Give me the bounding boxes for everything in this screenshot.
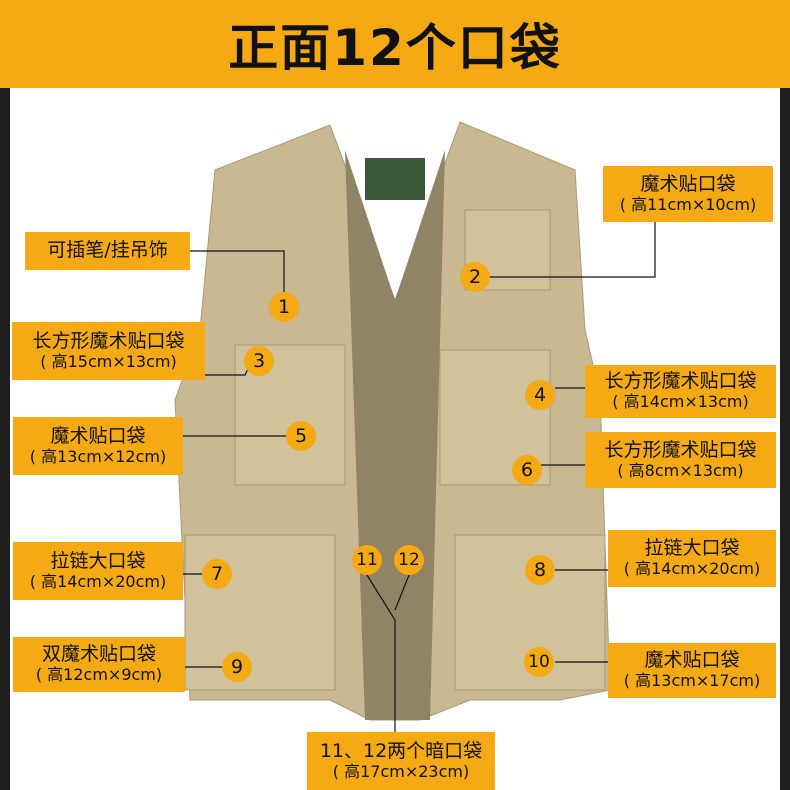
label-pocket-9: 双魔术贴口袋( 高12cm×9cm) (13, 637, 185, 692)
label-size: ( 高13cm×12cm) (29, 446, 167, 466)
header-banner: 正面12个口袋 (0, 0, 790, 88)
label-pocket-7: 拉链大口袋( 高14cm×20cm) (13, 542, 183, 600)
label-title: 长方形魔术贴口袋 (32, 329, 185, 352)
vest-label-patch (365, 158, 425, 200)
marker-4: 4 (525, 380, 555, 410)
label-title: 魔术贴口袋 (640, 172, 736, 195)
marker-7: 7 (202, 559, 232, 589)
label-size: ( 高15cm×13cm) (40, 351, 177, 371)
vest-mesh (345, 150, 445, 720)
label-title: 魔术贴口袋 (50, 424, 146, 447)
marker-8: 8 (525, 555, 555, 585)
label-size: ( 高14cm×13cm) (612, 392, 749, 412)
label-title: 11、12两个暗口袋 (319, 739, 483, 762)
label-size: ( 高11cm×10cm) (619, 194, 757, 214)
leader-lines (183, 222, 656, 732)
label-pocket-5: 魔术贴口袋( 高13cm×12cm) (13, 417, 183, 475)
label-pocket-6: 长方形魔术贴口袋( 高8cm×13cm) (585, 432, 776, 488)
label-size: ( 高8cm×13cm) (617, 460, 744, 480)
label-title: 拉链大口袋 (50, 549, 146, 572)
label-size: ( 高14cm×20cm) (623, 559, 761, 579)
label-title: 长方形魔术贴口袋 (604, 370, 757, 393)
marker-2: 2 (460, 262, 490, 292)
label-pen-holder: 可插笔/挂吊饰 (25, 232, 190, 270)
label-title: 拉链大口袋 (644, 537, 740, 560)
label-size: ( 高14cm×20cm) (29, 571, 167, 591)
label-size: ( 高17cm×23cm) (332, 761, 470, 781)
marker-12: 12 (394, 545, 424, 575)
marker-9: 9 (222, 652, 252, 682)
page-title: 正面12个口袋 (228, 19, 562, 77)
label-pocket-8: 拉链大口袋( 高14cm×20cm) (608, 530, 776, 587)
marker-10: 10 (524, 647, 554, 677)
label-size: ( 高13cm×17cm) (623, 671, 761, 691)
label-title: 长方形魔术贴口袋 (604, 438, 757, 461)
marker-6: 6 (512, 455, 542, 485)
label-pocket-11-12: 11、12两个暗口袋( 高17cm×23cm) (307, 732, 495, 790)
label-title: 双魔术贴口袋 (41, 643, 156, 666)
label-title: 可插笔/挂吊饰 (47, 239, 168, 262)
label-title: 魔术贴口袋 (644, 649, 740, 672)
label-pocket-2: 魔术贴口袋( 高11cm×10cm) (603, 166, 773, 222)
marker-1: 1 (269, 292, 299, 322)
marker-3: 3 (244, 346, 274, 376)
label-pocket-10: 魔术贴口袋( 高13cm×17cm) (608, 643, 776, 698)
marker-11: 11 (352, 545, 382, 575)
label-pocket-4: 长方形魔术贴口袋( 高14cm×13cm) (585, 365, 776, 418)
marker-5: 5 (286, 421, 316, 451)
label-size: ( 高12cm×9cm) (35, 665, 163, 685)
label-pocket-3: 长方形魔术贴口袋( 高15cm×13cm) (12, 322, 205, 380)
